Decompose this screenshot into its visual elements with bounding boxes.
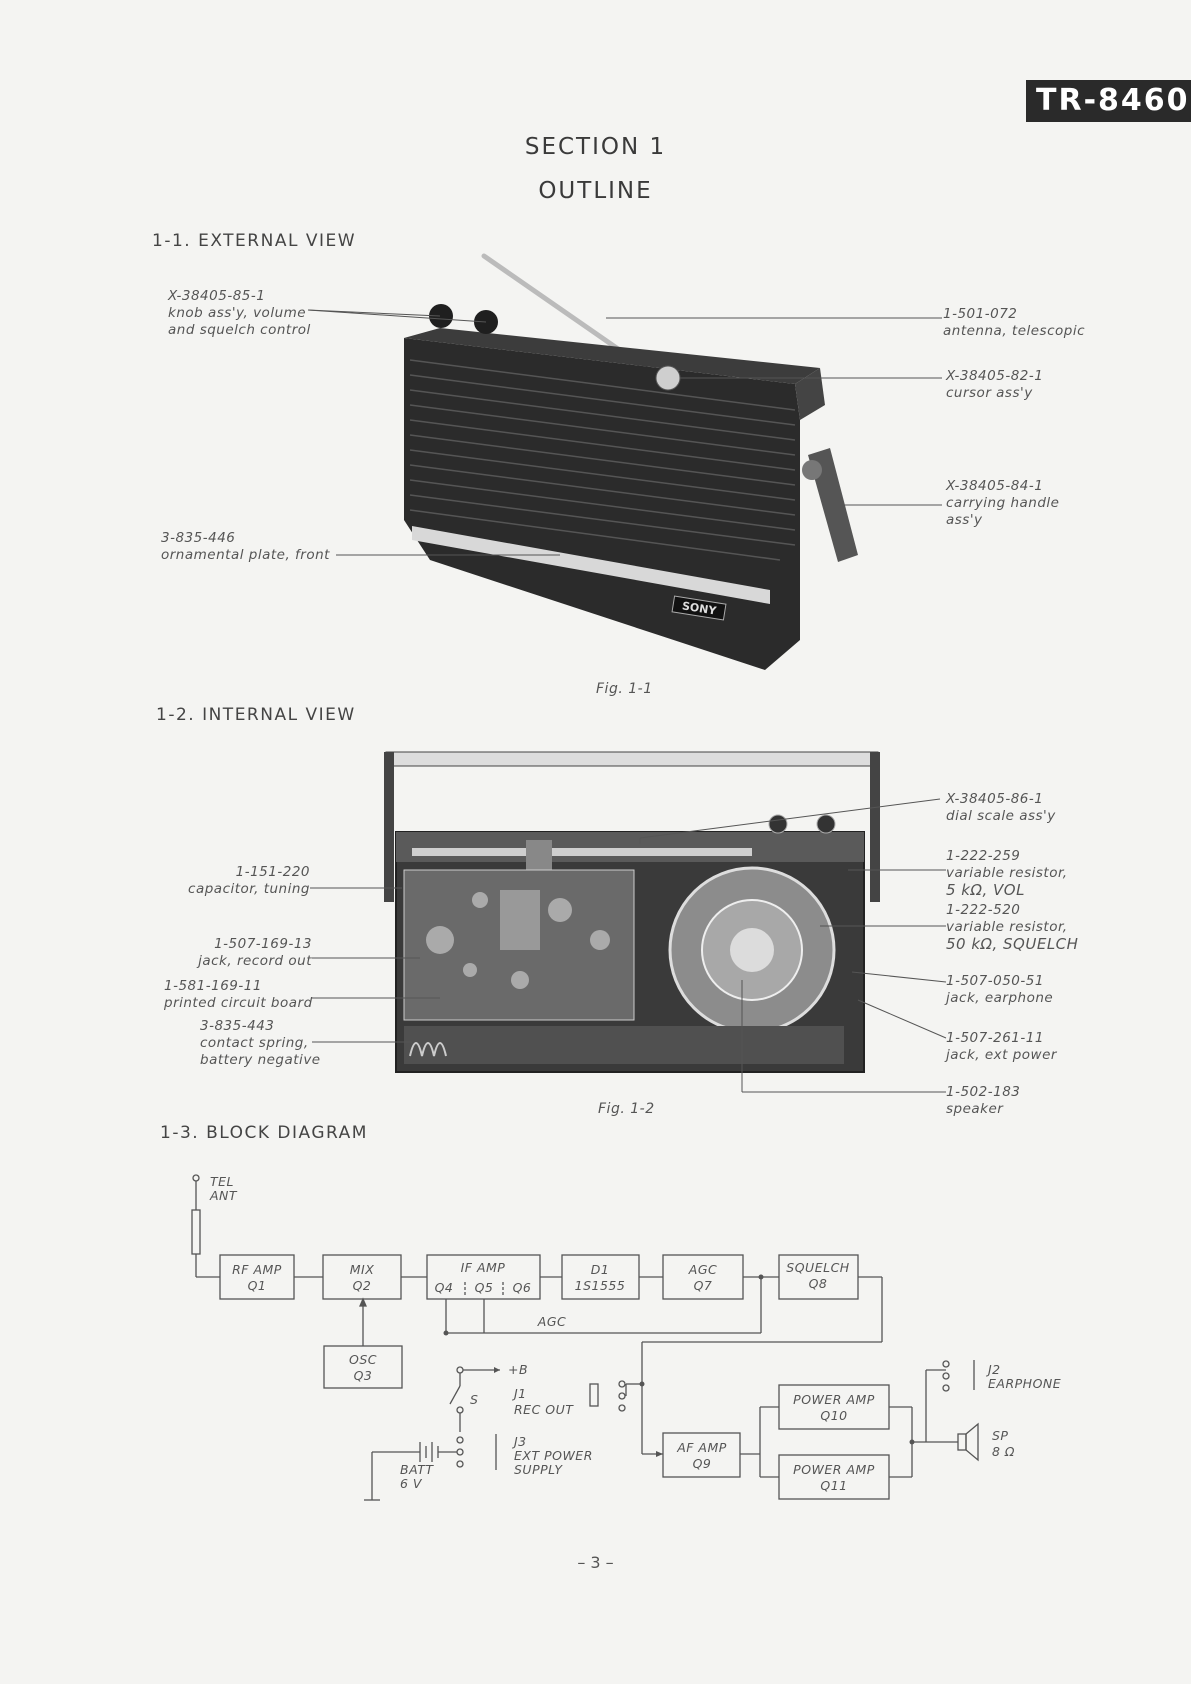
svg-text:AGC: AGC	[688, 1262, 717, 1277]
brand-plate-text: SONY	[681, 599, 718, 617]
svg-text:Q1: Q1	[248, 1278, 267, 1293]
svg-text:1S1555: 1S1555	[575, 1278, 626, 1293]
svg-text:SUPPLY: SUPPLY	[514, 1462, 563, 1477]
svg-text:RF AMP: RF AMP	[232, 1262, 282, 1277]
block-diagram: TEL ANT RF AMP Q1 MIX Q2 IF AMP Q4 Q5 Q6…	[191, 1174, 1061, 1501]
svg-text:Q7: Q7	[694, 1278, 713, 1293]
section-subtitle: OUTLINE	[538, 178, 653, 204]
internal-view-figure	[310, 751, 947, 1093]
svg-text:Q4: Q4	[435, 1280, 454, 1295]
svg-text:MIX: MIX	[350, 1262, 375, 1277]
svg-text:AF AMP: AF AMP	[676, 1440, 727, 1455]
callout-contact-spring: 3-835-443 contact spring, battery negati…	[200, 1018, 321, 1068]
external-view-figure: SONY	[307, 253, 942, 670]
cursor-window	[655, 365, 681, 391]
svg-text:POWER AMP: POWER AMP	[793, 1462, 875, 1477]
svg-text:BATT: BATT	[400, 1462, 434, 1477]
svg-text:S: S	[470, 1392, 478, 1407]
model-label: TR-8460	[1026, 80, 1191, 122]
carrying-handle	[808, 448, 858, 562]
internal-leaders	[310, 798, 947, 1093]
svg-text:TEL: TEL	[210, 1174, 234, 1189]
svg-text:+B: +B	[508, 1362, 528, 1377]
callout-handle: X-38405-84-1 carrying handle ass'y	[946, 478, 1060, 528]
block-diagram-heading: 1-3. BLOCK DIAGRAM	[160, 1123, 368, 1143]
svg-text:OSC: OSC	[349, 1352, 377, 1367]
volume-knob	[429, 304, 453, 328]
svg-text:EXT POWER: EXT POWER	[514, 1448, 593, 1463]
svg-text:Q5: Q5	[475, 1280, 494, 1295]
fig-1-1-caption: Fig. 1-1	[596, 681, 653, 697]
battery-compartment	[404, 1026, 844, 1064]
svg-text:Q11: Q11	[820, 1478, 847, 1493]
svg-text:Q9: Q9	[693, 1456, 712, 1471]
block-af-amp	[662, 1432, 741, 1478]
svg-text:SP: SP	[992, 1428, 1008, 1443]
callout-record-out-jack: 1-507-169-13 jack, record out	[198, 936, 312, 969]
callout-ext-power-jack: 1-507-261-11 jack, ext power	[946, 1030, 1057, 1063]
svg-text:Q2: Q2	[353, 1278, 372, 1293]
sony-plate	[671, 595, 727, 621]
external-view-heading: 1-1. EXTERNAL VIEW	[152, 231, 357, 251]
svg-text:Q6: Q6	[513, 1280, 532, 1295]
callout-cursor: X-38405-82-1 cursor ass'y	[946, 368, 1044, 401]
callout-antenna: 1-501-072 antenna, telescopic	[943, 306, 1086, 339]
svg-text:ANT: ANT	[209, 1188, 238, 1203]
page-number: – 3 –	[577, 1553, 614, 1572]
handle-bar	[385, 751, 879, 767]
callout-dial-scale: X-38405-86-1 dial scale ass'y	[946, 791, 1056, 824]
fig-1-2-caption: Fig. 1-2	[598, 1101, 655, 1117]
svg-text:AGC: AGC	[537, 1314, 566, 1329]
svg-text:Q10: Q10	[820, 1408, 847, 1423]
svg-text:REC OUT: REC OUT	[514, 1402, 574, 1417]
dial-scale	[412, 848, 752, 856]
ornamental-plate	[412, 526, 770, 604]
grille-lines	[409, 359, 796, 561]
svg-text:IF AMP: IF AMP	[461, 1260, 506, 1275]
internal-view-heading: 1-2. INTERNAL VIEW	[156, 705, 356, 725]
radio-body	[404, 338, 800, 670]
svg-text:8 Ω: 8 Ω	[992, 1444, 1015, 1459]
section-title: SECTION 1	[524, 134, 667, 160]
svg-text:Q8: Q8	[809, 1276, 828, 1291]
svg-text:J2: J2	[985, 1362, 1001, 1377]
svg-text:SQUELCH: SQUELCH	[786, 1260, 850, 1275]
svg-text:6 V: 6 V	[400, 1476, 423, 1491]
svg-text:J1: J1	[511, 1386, 527, 1401]
callout-knob: X-38405-85-1 knob ass'y, volume and sque…	[168, 288, 311, 338]
svg-text:D1: D1	[591, 1262, 610, 1277]
callout-earphone-jack: 1-507-050-51 jack, earphone	[946, 973, 1054, 1006]
callout-circuit-board: 1-581-169-11 printed circuit board	[164, 978, 313, 1011]
callout-tuning-capacitor: 1-151-220 capacitor, tuning	[188, 864, 310, 897]
svg-text:J3: J3	[511, 1434, 527, 1449]
external-leaders	[307, 309, 942, 556]
callout-speaker: 1-502-183 speaker	[946, 1084, 1021, 1117]
callout-vol-resistor: 1-222-259 variable resistor, 5 kΩ, VOL	[946, 848, 1068, 899]
svg-text:Q3: Q3	[354, 1368, 373, 1383]
svg-text:POWER AMP: POWER AMP	[793, 1392, 875, 1407]
callout-ornamental-plate: 3-835-446 ornamental plate, front	[161, 530, 330, 563]
svg-text:EARPHONE: EARPHONE	[988, 1376, 1061, 1391]
callout-squelch-resistor: 1-222-520 variable resistor, 50 kΩ, SQUE…	[946, 902, 1079, 953]
